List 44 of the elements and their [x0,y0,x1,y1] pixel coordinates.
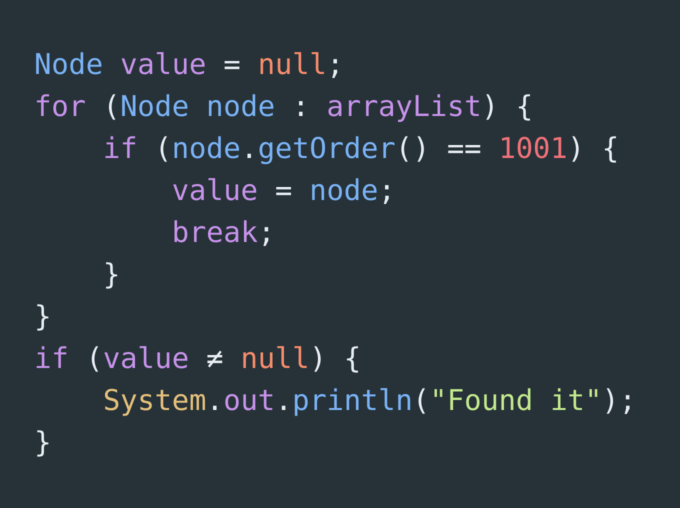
code-text: ( [160,136,167,162]
code-text: ( [108,94,116,120]
code-text: = [224,61,240,70]
code-text: ; [263,227,268,246]
code-text: () [401,136,424,162]
code-text: node [208,94,274,116]
code-text: . [247,154,251,158]
code-text: if [106,136,136,158]
code-text: node [312,178,377,200]
code-text: 1001 [502,136,566,158]
code-text: = [276,187,291,196]
code-text: } [37,430,48,457]
code-text: } [106,262,118,289]
code-text: . [282,406,286,410]
code-text: == [448,145,480,154]
code-text: break [174,220,258,242]
code-text: ) { [486,94,530,121]
code-text: null [243,346,307,368]
code-text: ( [418,388,425,414]
code-text: value [104,346,188,368]
code-text: for [36,94,85,116]
code-text: "Found it" [434,388,598,410]
code-text: node [174,136,239,158]
code-text: value [173,178,256,200]
code-text: value [122,52,205,74]
code-text: System [104,388,205,416]
code-text: println [294,388,410,416]
code-text: } [37,304,48,331]
code-text: arrayList [328,94,479,122]
code-text: out [225,390,272,410]
code-text: . [213,406,217,410]
code-text: Node [36,52,102,74]
code-text: ; [384,185,389,204]
code-text: if [36,346,66,368]
code-text: ); [606,388,630,414]
code-text: ) { [314,346,358,373]
code-text: getOrder [260,136,394,164]
code-text: ; [332,59,338,78]
code-text: Node [122,94,188,116]
code-text: ≠ [207,350,222,368]
code-text: ( [92,346,98,372]
code-text: ) { [572,136,616,163]
code-text: : [299,101,303,116]
code-text: null [260,52,324,74]
